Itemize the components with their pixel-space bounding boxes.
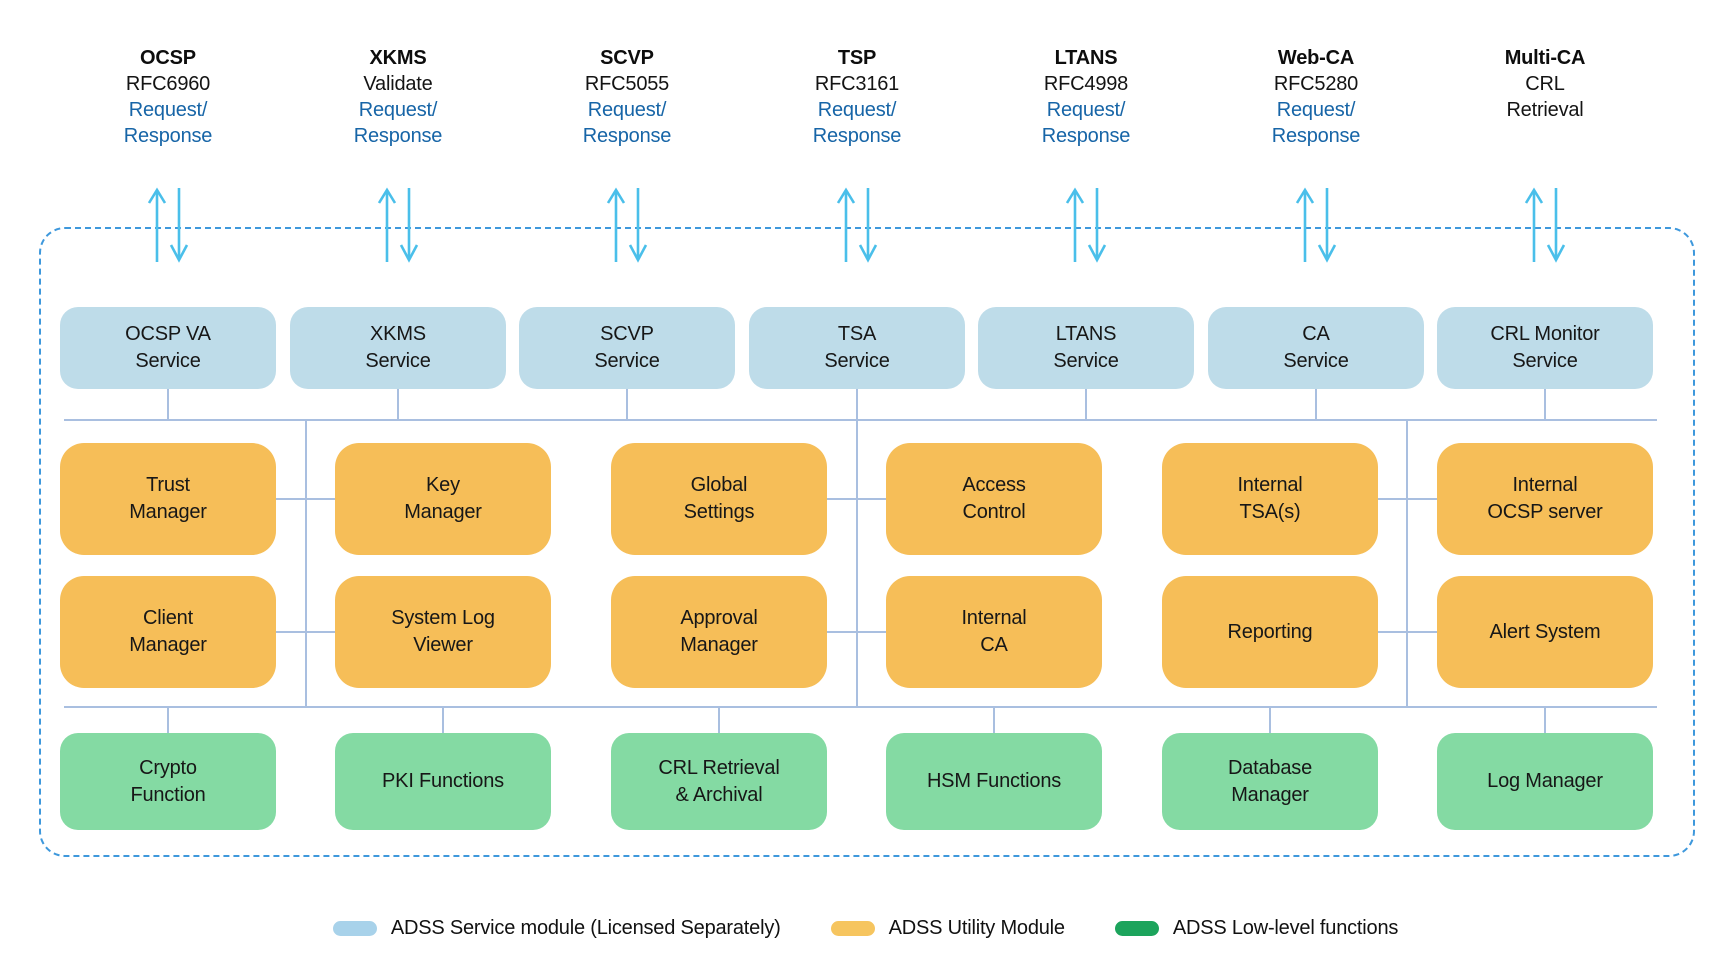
service-box-ocsp-va: OCSP VA Service	[60, 307, 276, 389]
service-connector	[397, 389, 399, 420]
divider-line	[305, 419, 307, 708]
legend-label: ADSS Service module (Licensed Separately…	[390, 917, 781, 939]
protocol-crl: CRL	[1525, 73, 1565, 95]
protocol-name: LTANS	[1054, 47, 1118, 69]
protocol-label-xkms: XKMS Validate Request/ Response	[288, 45, 508, 149]
protocol-retrieval: Retrieval	[1506, 99, 1584, 121]
protocol-request: Request/	[587, 99, 667, 121]
protocol-request: Request/	[1046, 99, 1126, 121]
utility-box-client-manager: Client Manager	[60, 576, 276, 688]
top-bus-line	[64, 419, 1657, 421]
protocol-name: TSP	[837, 47, 877, 69]
legend-item-utility-module: ADSS Utility Module	[830, 917, 1065, 940]
service-box-tsa: TSA Service	[749, 307, 965, 389]
module-connector	[827, 498, 887, 500]
module-connector	[276, 498, 336, 500]
service-connector-divider	[856, 389, 858, 707]
protocol-request: Request/	[1276, 99, 1356, 121]
module-connector	[1378, 498, 1438, 500]
legend-chip-lowlevel-icon	[1114, 921, 1159, 936]
service-connector	[1315, 389, 1317, 420]
module-connector	[827, 631, 887, 633]
lowlevel-box-hsm-functions: HSM Functions	[886, 733, 1102, 830]
protocol-label-multica: Multi-CA CRL Retrieval	[1435, 45, 1655, 123]
divider-line	[1406, 419, 1408, 708]
protocol-label-ltans: LTANS RFC4998 Request/ Response	[976, 45, 1196, 149]
protocol-rfc: RFC5055	[584, 73, 670, 95]
service-box-ltans: LTANS Service	[978, 307, 1194, 389]
protocol-label-ocsp: OCSP RFC6960 Request/ Response	[58, 45, 278, 149]
service-box-scvp: SCVP Service	[519, 307, 735, 389]
utility-box-reporting: Reporting	[1162, 576, 1378, 688]
legend: ADSS Service module (Licensed Separately…	[0, 917, 1731, 940]
bottom-bus-line	[64, 706, 1657, 708]
utility-box-trust-manager: Trust Manager	[60, 443, 276, 555]
protocol-response: Response	[582, 125, 672, 147]
legend-item-lowlevel: ADSS Low-level functions	[1114, 917, 1399, 940]
protocol-rfc: RFC5280	[1273, 73, 1359, 95]
legend-chip-service-icon	[332, 921, 377, 936]
low-level-connector	[718, 706, 720, 734]
service-connector	[167, 389, 169, 420]
protocol-request: Request/	[817, 99, 897, 121]
protocol-label-tsp: TSP RFC3161 Request/ Response	[747, 45, 967, 149]
service-box-xkms: XKMS Service	[290, 307, 506, 389]
protocol-rfc: RFC4998	[1043, 73, 1129, 95]
protocol-name: Multi-CA	[1504, 47, 1586, 69]
legend-label: ADSS Low-level functions	[1172, 917, 1399, 939]
low-level-connector	[167, 706, 169, 734]
request-response-arrows-icon	[377, 187, 419, 263]
service-box-ca: CA Service	[1208, 307, 1424, 389]
utility-box-access-control: Access Control	[886, 443, 1102, 555]
protocol-response: Response	[812, 125, 902, 147]
protocol-rfc: Validate	[363, 73, 433, 95]
module-connector	[276, 631, 336, 633]
request-response-arrows-icon	[1065, 187, 1107, 263]
low-level-connector	[1544, 706, 1546, 734]
protocol-response: Response	[123, 125, 213, 147]
low-level-connector	[1269, 706, 1271, 734]
service-connector	[1085, 389, 1087, 420]
utility-box-global-settings: Global Settings	[611, 443, 827, 555]
lowlevel-box-crl-retrieval: CRL Retrieval & Archival	[611, 733, 827, 830]
protocol-rfc: RFC3161	[814, 73, 900, 95]
utility-box-key-manager: Key Manager	[335, 443, 551, 555]
utility-box-internal-ca: Internal CA	[886, 576, 1102, 688]
protocol-response: Response	[353, 125, 443, 147]
utility-box-internal-tsa: Internal TSA(s)	[1162, 443, 1378, 555]
protocol-response: Response	[1041, 125, 1131, 147]
request-response-arrows-icon	[147, 187, 189, 263]
protocol-label-webca: Web-CA RFC5280 Request/ Response	[1206, 45, 1426, 149]
low-level-connector	[442, 706, 444, 734]
utility-box-approval-manager: Approval Manager	[611, 576, 827, 688]
service-box-crl-monitor: CRL Monitor Service	[1437, 307, 1653, 389]
utility-box-alert-system: Alert System	[1437, 576, 1653, 688]
service-connector	[1544, 389, 1546, 420]
lowlevel-box-crypto-function: Crypto Function	[60, 733, 276, 830]
low-level-connector	[993, 706, 995, 734]
protocol-request: Request/	[358, 99, 438, 121]
lowlevel-box-pki-functions: PKI Functions	[335, 733, 551, 830]
protocol-response: Response	[1271, 125, 1361, 147]
lowlevel-box-log-manager: Log Manager	[1437, 733, 1653, 830]
protocol-name: Web-CA	[1277, 47, 1355, 69]
protocol-rfc: RFC6960	[125, 73, 211, 95]
module-connector	[1378, 631, 1438, 633]
request-response-arrows-icon	[1524, 187, 1566, 263]
protocol-name: XKMS	[369, 47, 427, 69]
utility-box-internal-ocsp: Internal OCSP server	[1437, 443, 1653, 555]
protocol-name: OCSP	[140, 47, 196, 69]
request-response-arrows-icon	[1295, 187, 1337, 263]
utility-box-system-log-viewer: System Log Viewer	[335, 576, 551, 688]
legend-chip-utility-icon	[830, 921, 875, 936]
protocol-label-scvp: SCVP RFC5055 Request/ Response	[517, 45, 737, 149]
request-response-arrows-icon	[606, 187, 648, 263]
legend-label: ADSS Utility Module	[888, 917, 1065, 939]
lowlevel-box-database-manager: Database Manager	[1162, 733, 1378, 830]
service-connector	[626, 389, 628, 420]
legend-item-service-module: ADSS Service module (Licensed Separately…	[332, 917, 781, 940]
protocol-name: SCVP	[600, 47, 654, 69]
request-response-arrows-icon	[836, 187, 878, 263]
protocol-request: Request/	[128, 99, 208, 121]
